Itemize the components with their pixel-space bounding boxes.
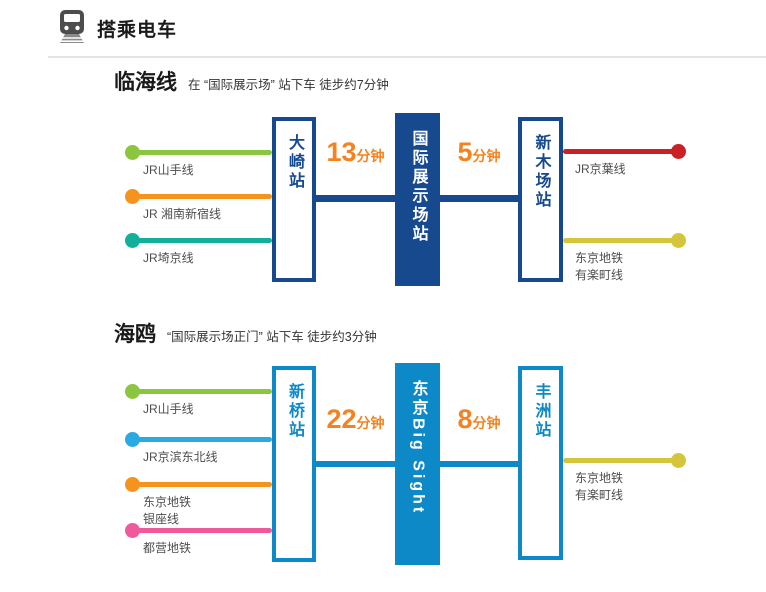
line-label: 东京地铁有楽町线: [575, 250, 623, 284]
travel-time-value: 22: [326, 404, 357, 434]
section-rinkai-heading: 临海线 在 “国际展示场” 站下车 徒步约7分钟: [114, 66, 389, 96]
station-box-tokyo-big-sight: 东京Big Sight: [395, 363, 440, 565]
station-box-osaki: 大崎站: [272, 117, 316, 282]
section-yurikamome-heading: 海鸥 “国际展示场正门” 站下车 徒步约3分钟: [114, 318, 377, 348]
line-label-line1: 东京地铁: [575, 471, 624, 485]
line-bar: [132, 194, 272, 199]
station-name: 丰洲站: [532, 383, 550, 440]
travel-time-value: 5: [457, 137, 473, 167]
station-box-kokusai-tenjijo: 国际展示场站: [395, 113, 440, 286]
line-bar: [132, 150, 272, 155]
travel-time-value: 8: [457, 404, 473, 434]
line-jr-yamanote: JR山手线: [125, 145, 272, 201]
travel-time-unit: 分钟: [472, 148, 501, 164]
travel-time: 13分钟: [316, 137, 395, 168]
line-terminus-dot: [671, 233, 686, 248]
line-label-line2: 银座线: [143, 512, 180, 526]
travel-time: 5分钟: [440, 137, 518, 168]
line-metro-ginza: 东京地铁银座线: [125, 477, 272, 533]
line-toei-subway: 都营地铁: [125, 523, 272, 579]
line-bar: [132, 528, 272, 533]
station-name: 国际展示场站: [409, 130, 427, 244]
route-connector: [440, 461, 518, 467]
line-jr-keiyo: JR京葉线: [563, 144, 686, 200]
line-label: 都营地铁: [143, 541, 192, 555]
section-title: 海鸥: [114, 323, 156, 346]
station-box-shimbashi: 新桥站: [272, 366, 316, 562]
travel-time: 8分钟: [440, 404, 518, 435]
station-name: 东京Big Sight: [409, 380, 427, 516]
line-bar: [132, 389, 272, 394]
line-label: JR山手线: [143, 402, 194, 416]
station-name: 新桥站: [286, 383, 303, 440]
travel-time-unit: 分钟: [356, 415, 385, 431]
line-bar: [563, 238, 679, 243]
line-jr-keihin-tohoku: JR京滨东北线: [125, 432, 272, 488]
line-label: 东京地铁银座线: [143, 494, 191, 528]
travel-time-value: 13: [326, 137, 357, 167]
line-metro-yurakucho: 东京地铁有楽町线: [563, 453, 686, 509]
station-name: 大崎站: [286, 134, 303, 191]
travel-time-unit: 分钟: [356, 148, 385, 164]
section-subtitle: “国际展示场正门” 站下车 徒步约3分钟: [167, 330, 377, 344]
page-title: 搭乘电车: [97, 20, 178, 41]
line-label: JR 湘南新宿线: [143, 207, 222, 221]
line-bar: [563, 458, 679, 463]
section-title: 临海线: [114, 71, 177, 94]
line-label-line2: 有楽町线: [575, 488, 624, 502]
line-label: JR山手线: [143, 163, 194, 177]
route-connector: [440, 195, 518, 202]
travel-time-unit: 分钟: [472, 415, 501, 431]
line-jr-yamanote: JR山手线: [125, 384, 272, 440]
line-label-line1: 东京地铁: [143, 495, 192, 509]
line-label: JR京葉线: [575, 162, 626, 176]
line-jr-saikyo: JR埼京线: [125, 233, 272, 289]
line-label: JR京滨东北线: [143, 450, 218, 464]
line-label-line1: 东京地铁: [575, 251, 624, 265]
line-bar: [563, 149, 679, 154]
station-box-toyosu: 丰洲站: [518, 366, 563, 560]
line-terminus-dot: [671, 453, 686, 468]
line-label-line2: 有楽町线: [575, 268, 624, 282]
line-bar: [132, 437, 272, 442]
line-metro-yurakucho: 东京地铁有楽町线: [563, 233, 686, 289]
section-subtitle: 在 “国际展示场” 站下车 徒步约7分钟: [188, 78, 389, 92]
line-jr-shonan-shinjuku: JR 湘南新宿线: [125, 189, 272, 245]
route-connector: [316, 461, 395, 467]
station-name: 新木场站: [532, 134, 550, 210]
station-box-shin-kiba: 新木场站: [518, 117, 563, 282]
travel-time: 22分钟: [316, 404, 395, 435]
line-bar: [132, 238, 272, 243]
line-label: 东京地铁有楽町线: [575, 470, 623, 504]
header-divider: [48, 56, 766, 58]
train-icon: [60, 10, 84, 43]
line-label: JR埼京线: [143, 251, 194, 265]
line-terminus-dot: [671, 144, 686, 159]
route-connector: [316, 195, 395, 202]
line-bar: [132, 482, 272, 487]
